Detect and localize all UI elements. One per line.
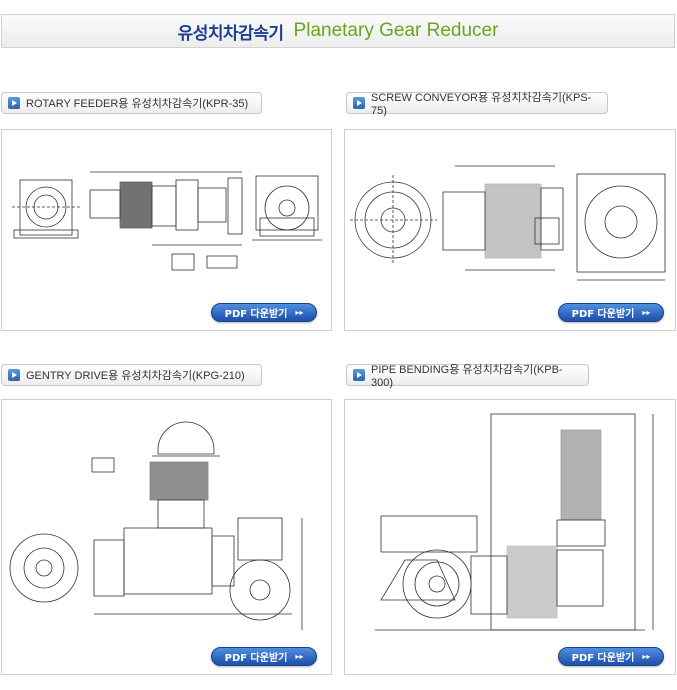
product-label-kpr35[interactable]: ROTARY FEEDER용 유성치차감속기(KPR-35) (1, 92, 262, 114)
double-arrow-icon: ▸▸ (295, 652, 304, 661)
technical-drawing-kps75 (350, 165, 666, 281)
technical-drawing-kpb300 (375, 413, 654, 631)
double-arrow-icon: ▸▸ (642, 652, 651, 661)
drawing-panel-kpb300: PDF 다운받기▸▸ (344, 399, 676, 675)
technical-drawing-kpr35 (12, 171, 322, 271)
arrow-right-icon (8, 369, 20, 381)
technical-drawing-kpg210 (9, 421, 303, 630)
drawing-panel-kps75: PDF 다운받기▸▸ (344, 129, 676, 331)
double-arrow-icon: ▸▸ (642, 308, 651, 317)
product-label-text: GENTRY DRIVE용 유성치차감속기(KPG-210) (26, 370, 245, 382)
product-label-text: ROTARY FEEDER용 유성치차감속기(KPR-35) (26, 98, 249, 110)
arrow-right-icon (8, 97, 20, 109)
pdf-download-button[interactable]: PDF 다운받기▸▸ (558, 303, 664, 322)
pdf-download-button[interactable]: PDF 다운받기▸▸ (558, 647, 664, 666)
product-label-kpb300[interactable]: PIPE BENDING용 유성치차감속기(KPB-300) (346, 364, 589, 389)
page-title-korean: 유성치차감속기 (177, 23, 284, 44)
page-header: 유성치차감속기 Planetary Gear Reducer (1, 14, 675, 48)
product-label-text: SCREW CONVEYOR용 유성치차감속기(KPS-75) (371, 92, 592, 117)
double-arrow-icon: ▸▸ (295, 308, 304, 317)
arrow-right-icon (353, 369, 365, 381)
arrow-right-icon (353, 97, 365, 109)
pdf-download-button[interactable]: PDF 다운받기▸▸ (211, 303, 317, 322)
drawing-panel-kpg210: PDF 다운받기▸▸ (1, 399, 332, 675)
pdf-download-button[interactable]: PDF 다운받기▸▸ (211, 647, 317, 666)
product-label-kpg210[interactable]: GENTRY DRIVE용 유성치차감속기(KPG-210) (1, 364, 262, 386)
product-label-kps75[interactable]: SCREW CONVEYOR용 유성치차감속기(KPS-75) (346, 92, 608, 117)
product-label-text: PIPE BENDING용 유성치차감속기(KPB-300) (371, 364, 563, 389)
drawing-panel-kpr35: PDF 다운받기▸▸ (1, 129, 332, 331)
page-title-english: Planetary Gear Reducer (293, 20, 499, 41)
